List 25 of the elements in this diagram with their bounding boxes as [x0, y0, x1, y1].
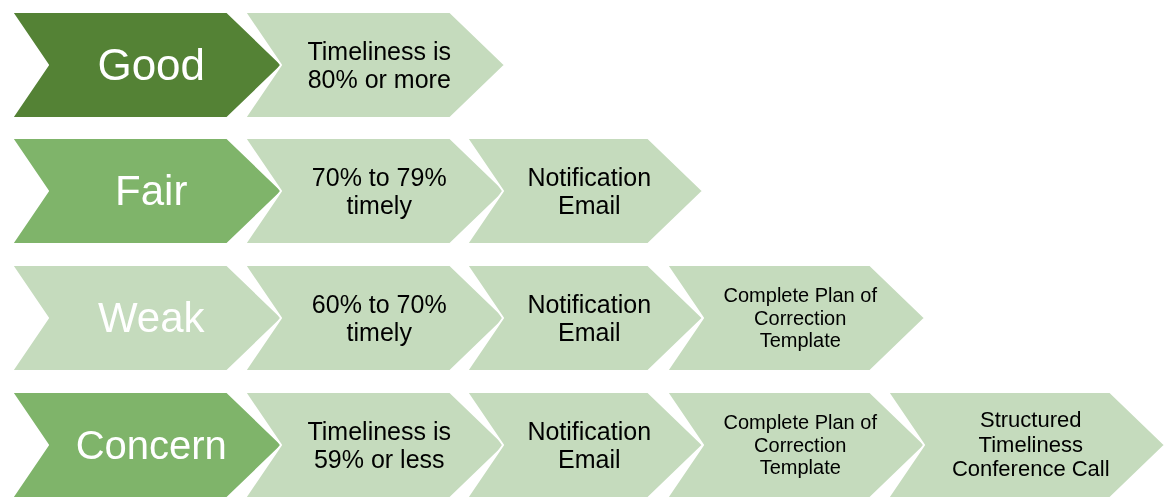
chevron-shape	[12, 138, 282, 244]
chevron-shape	[467, 392, 703, 498]
step-label: Structured Timeliness Conference Call	[950, 408, 1111, 482]
step-label: Notification Email	[526, 163, 653, 219]
chevron-shape	[467, 265, 703, 371]
chevron-shape	[12, 12, 282, 118]
chevron-shape	[888, 392, 1165, 498]
step-label: Timeliness is 80% or more	[306, 37, 452, 93]
step-label: Weak	[97, 294, 205, 342]
step-label: Complete Plan of Correction Template	[722, 411, 878, 479]
step-label: 60% to 70% timely	[310, 290, 448, 346]
step-label: 70% to 79% timely	[310, 163, 448, 219]
chevron-shape	[12, 392, 282, 498]
step-label: Complete Plan of Correction Template	[722, 284, 878, 352]
step-label: Notification Email	[526, 290, 653, 346]
chevron-shape	[467, 138, 703, 244]
step-label: Fair	[115, 167, 188, 215]
chevron-shape	[12, 265, 282, 371]
step-label: Timeliness is 59% or less	[306, 417, 452, 473]
step-label: Concern	[75, 422, 227, 468]
chevron-shape	[667, 392, 925, 498]
chevron-shape	[667, 265, 925, 371]
step-label: Good	[97, 40, 206, 90]
step-label: Notification Email	[526, 417, 653, 473]
chevron-shape	[245, 12, 505, 118]
